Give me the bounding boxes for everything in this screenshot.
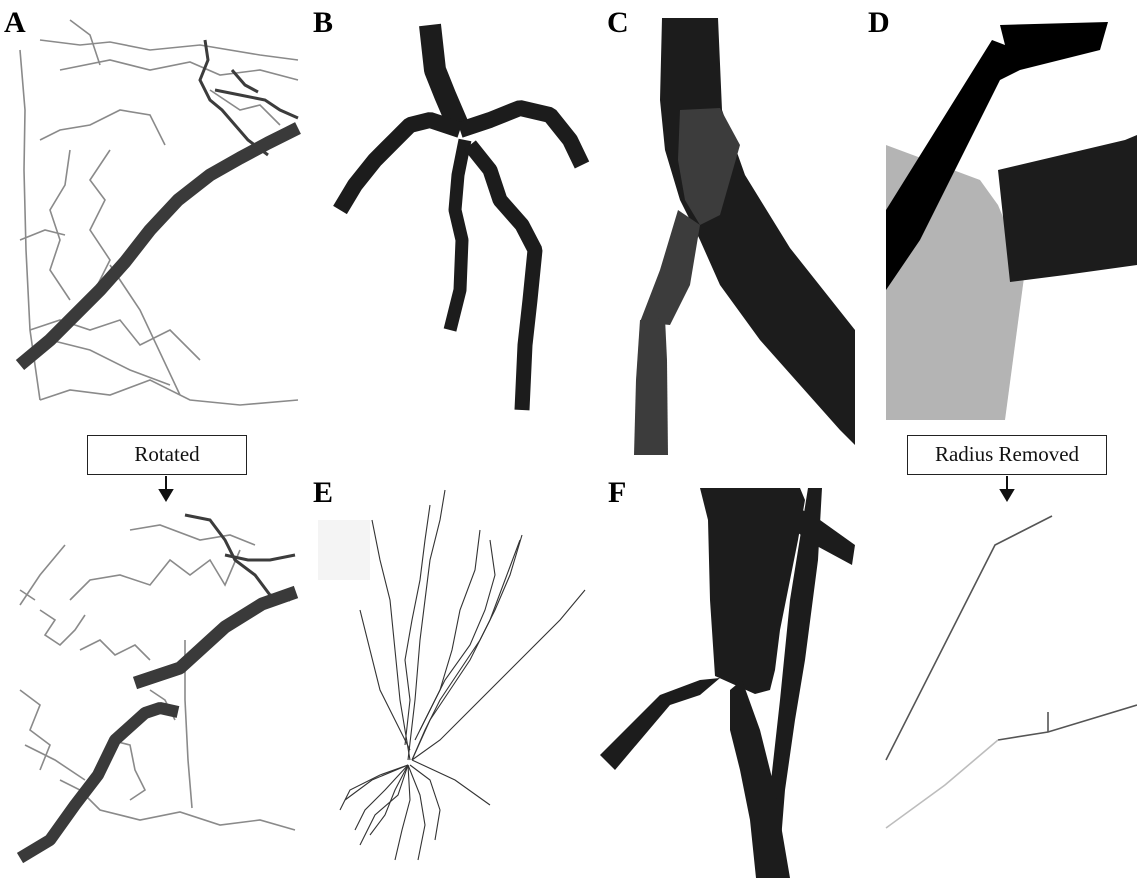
panel-e-drawing	[318, 490, 585, 860]
rotated-arrow	[160, 476, 172, 500]
radius-removed-callout: Radius Removed	[907, 435, 1107, 475]
panel-f-drawing	[600, 488, 855, 878]
rotated-callout: Rotated	[87, 435, 247, 475]
panel-label-b: B	[313, 8, 333, 38]
panel-label-a: A	[4, 8, 26, 38]
panel-c-drawing	[634, 18, 855, 455]
panel-d-radius-removed-drawing	[886, 516, 1137, 828]
panel-label-d: D	[868, 8, 890, 38]
panel-a-rotated-drawing	[20, 515, 296, 858]
panel-b-drawing	[340, 25, 582, 410]
panel-a-drawing	[20, 20, 298, 405]
panel-label-f: F	[608, 478, 626, 508]
radius-removed-arrow	[1001, 476, 1013, 500]
panel-label-c: C	[607, 8, 629, 38]
panel-label-e: E	[313, 478, 333, 508]
panel-d-drawing	[886, 22, 1137, 420]
